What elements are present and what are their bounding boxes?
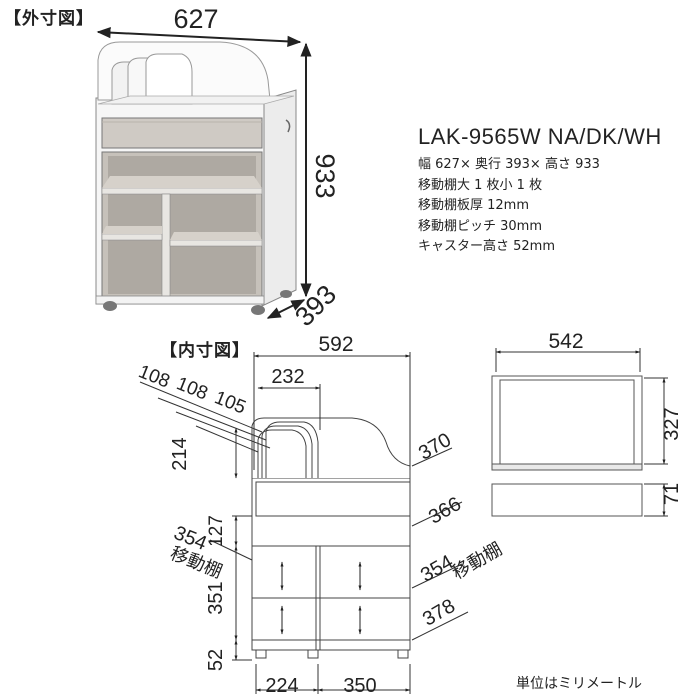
divider-width-label: 232 bbox=[271, 366, 304, 388]
exterior-heading: 【外寸図】 bbox=[4, 9, 94, 29]
interior-heading: 【内寸図】 bbox=[160, 341, 250, 361]
spec-item: 移動棚ピッチ 30mm bbox=[418, 218, 543, 234]
spec-list: 幅 627× 奥行 393× 高さ 933 移動棚大 1 枚小 1 枚 移動棚板… bbox=[418, 155, 600, 258]
spec-item: 幅 627× 奥行 393× 高さ 933 bbox=[418, 157, 600, 172]
file-slot-label: 108 bbox=[173, 373, 210, 404]
unit-note: 単位はミリメートル bbox=[516, 676, 642, 692]
drawer-dimensions bbox=[495, 348, 668, 517]
drawer-depth-label: 327 bbox=[661, 407, 683, 440]
drawer-depth-label: 366 bbox=[425, 493, 465, 529]
exterior-width-label: 627 bbox=[173, 4, 218, 34]
file-slot-label: 108 bbox=[135, 361, 172, 392]
movable-shelf-height-label: 351 bbox=[205, 581, 227, 614]
top-depth-label: 370 bbox=[415, 429, 455, 465]
caster-height-label: 52 bbox=[205, 649, 227, 671]
bottom-left-width-label: 224 bbox=[265, 675, 298, 697]
drawer-height-label: 127 bbox=[206, 515, 227, 547]
movable-shelf-right-label: 移動棚 bbox=[449, 539, 506, 583]
depth-dimension-line bbox=[266, 299, 306, 319]
model-name: LAK-9565W NA/DK/WH bbox=[418, 124, 662, 149]
spec-item: キャスター高さ 52mm bbox=[418, 239, 556, 254]
divider-height-label: 214 bbox=[169, 437, 191, 470]
interior-drawing bbox=[251, 417, 411, 659]
drawer-width-label: 542 bbox=[548, 330, 583, 353]
spec-item: 移動棚板厚 12mm bbox=[418, 198, 530, 213]
bottom-right-width-label: 350 bbox=[343, 675, 376, 697]
inner-width-label: 592 bbox=[318, 333, 353, 356]
lower-depth-label: 378 bbox=[419, 595, 459, 631]
drawer-drawing bbox=[491, 375, 643, 517]
interior-dimensions bbox=[139, 352, 469, 694]
exterior-depth-label: 393 bbox=[289, 279, 342, 332]
exterior-height-label: 933 bbox=[310, 153, 340, 198]
spec-item: 移動棚大 1 枚小 1 枚 bbox=[418, 177, 543, 193]
drawer-height-label: 71 bbox=[661, 483, 683, 505]
cabinet-illustration bbox=[95, 41, 297, 315]
width-dimension-line bbox=[96, 27, 302, 47]
